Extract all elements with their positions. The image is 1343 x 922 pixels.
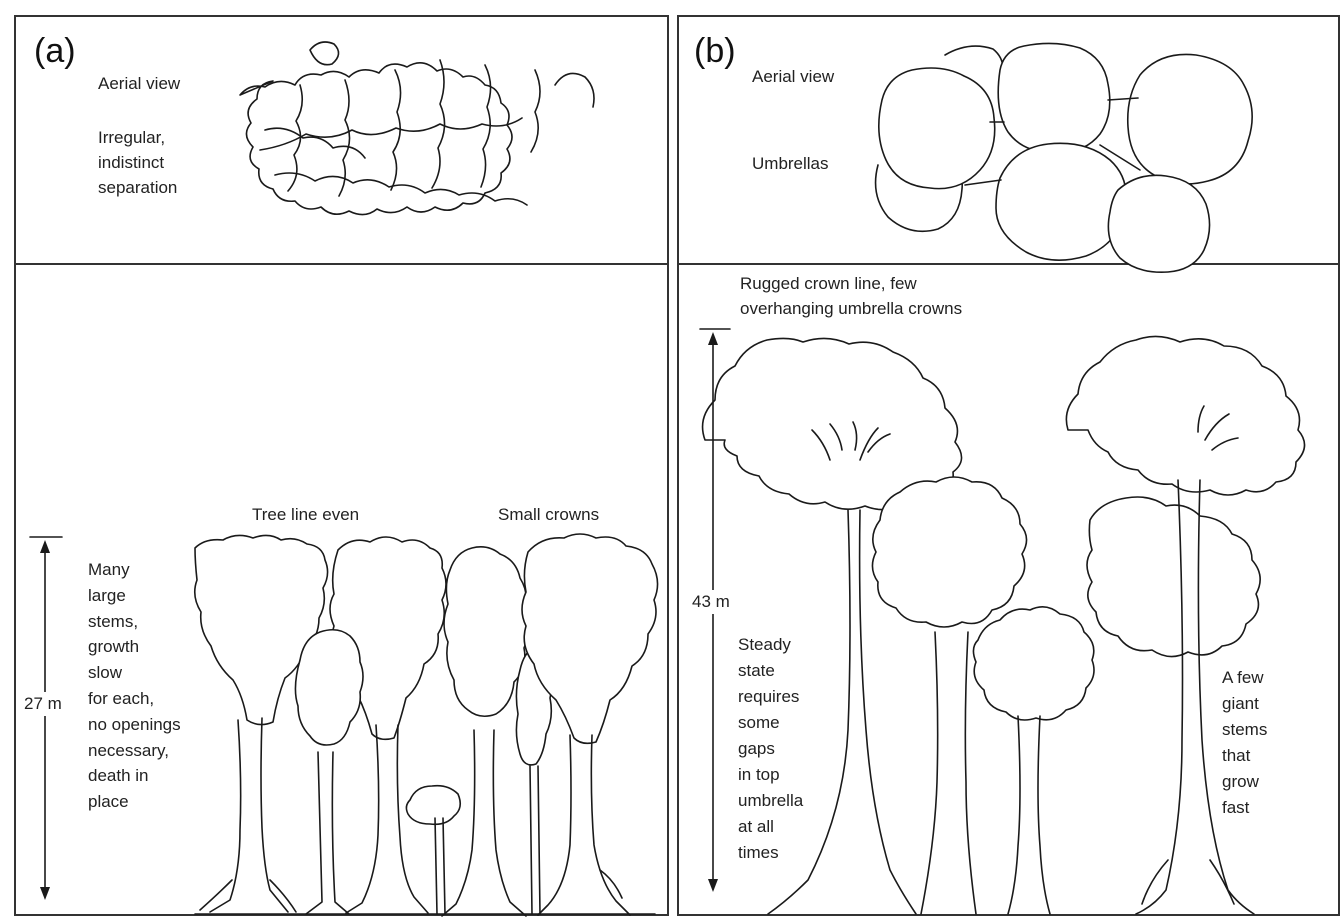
panel-b-giant-stems-text: A few giant stems that grow fast [1222,665,1267,821]
panel-a-letter: (a) [34,32,76,71]
panel-a-aerial-description: Irregular, indistinct separation [98,125,177,200]
panel-a-tree-line-label: Tree line even [252,503,359,527]
panel-a-aerial-label: Aerial view [98,72,180,96]
panel-a-trees [195,534,658,916]
panel-a-aerial-crowns [240,42,594,215]
height-arrow-27m [30,537,62,900]
panel-b-aerial-label: Aerial view [752,65,834,89]
panel-a-height-label: 27 m [22,692,64,716]
panel-b-aerial-description: Umbrellas [752,152,829,176]
panel-b-crown-line-label: Rugged crown line, few overhanging umbre… [740,271,962,321]
panel-b-steady-state-text: Steady state requires some gaps in top u… [738,632,803,866]
panel-b-height-label: 43 m [690,590,732,614]
panel-a-description: Many large stems, growth slow for each, … [88,557,181,815]
panel-a-small-crowns-label: Small crowns [498,503,599,527]
panel-b-letter: (b) [694,32,736,71]
panel-b-aerial-crowns [876,43,1253,272]
